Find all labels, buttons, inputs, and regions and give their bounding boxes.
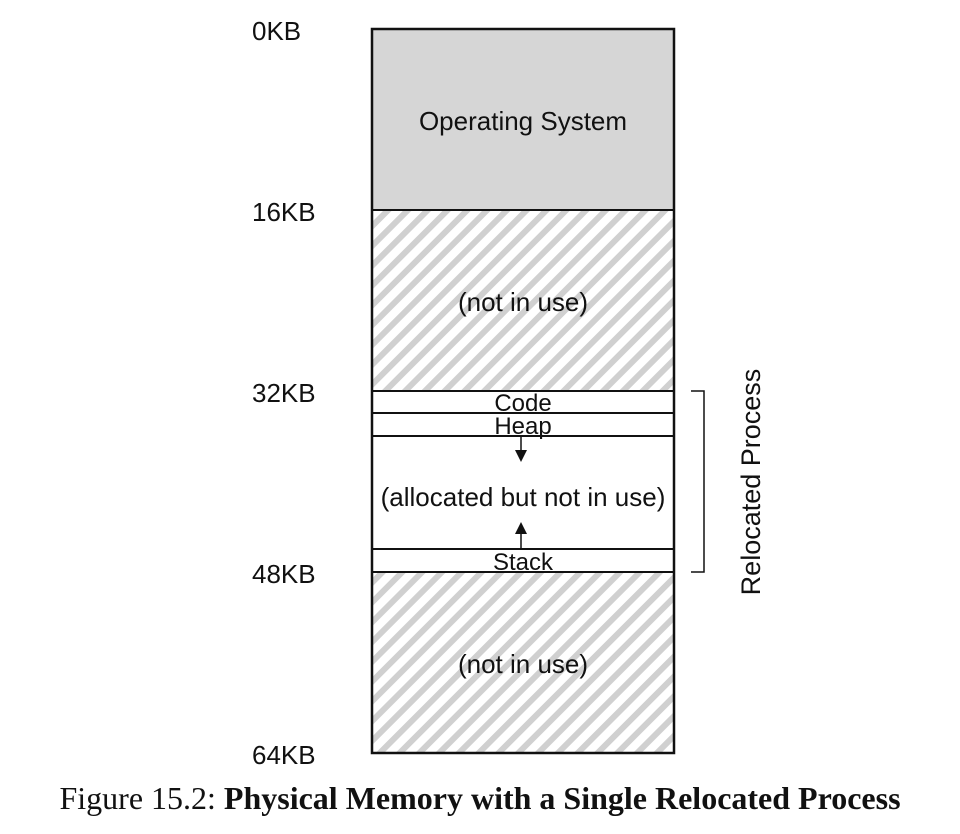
os-region [372, 29, 674, 210]
address-label-32kb: 32KB [252, 378, 316, 408]
heap-label: Heap [494, 413, 551, 440]
figure-caption: Figure 15.2: Physical Memory with a Sing… [0, 780, 960, 817]
free-region-bottom-label: (not in use) [458, 649, 588, 679]
figure-title: Physical Memory with a Single Relocated … [223, 780, 901, 816]
memory-outline [370, 27, 676, 755]
free-region-top-label: (not in use) [458, 287, 588, 317]
address-label-0kb: 0KB [252, 16, 301, 46]
address-label-64kb: 64KB [252, 740, 316, 770]
free-region-bottom [372, 572, 674, 753]
address-label-16kb: 16KB [252, 197, 316, 227]
address-label-48kb: 48KB [252, 559, 316, 589]
allocated-gap-label: (allocated but not in use) [381, 482, 666, 512]
free-region-top [372, 210, 674, 391]
process-bracket-label: Relocated Process [736, 369, 766, 596]
process-bracket [691, 390, 705, 573]
figure-number: Figure 15.2: [59, 780, 216, 816]
os-label: Operating System [419, 106, 627, 136]
